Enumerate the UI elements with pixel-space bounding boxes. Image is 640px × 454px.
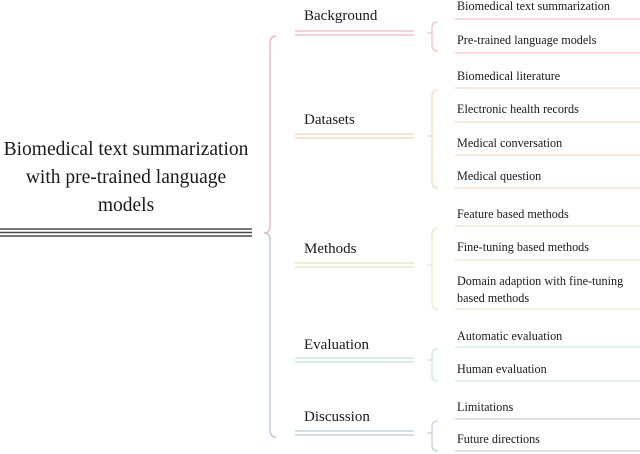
leaf-human-evaluation: Human evaluation [457,362,547,376]
leaf-medical-conversation: Medical conversation [457,136,563,150]
root-underline [0,228,252,237]
main-brace-lower [263,232,277,438]
branch-discussion: Discussion [304,409,370,425]
leaf-biomedical-text-summarization: Biomedical text summarization [457,0,610,13]
leaf-automatic-evaluation: Automatic evaluation [457,329,563,343]
branch-methods: Methods [304,241,357,257]
leaf-feature-based-methods: Feature based methods [457,207,569,221]
leaf-pretrained-language-models: Pre-trained language models [457,33,597,47]
leaf-medical-question: Medical question [457,169,542,183]
datasets-branch-lines [295,87,640,189]
leaf-domain-adaption: Domain adaption with fine-tuning based m… [457,274,624,305]
leaf-future-directions: Future directions [457,432,540,446]
leaf-fine-tuning-based-methods: Fine-tuning based methods [457,240,590,254]
branch-datasets: Datasets [304,112,355,128]
evaluation-branch-lines [295,346,640,382]
discussion-branch-lines [295,418,640,452]
methods-branch-lines [295,225,640,310]
root-title: Biomedical text summarization with pre-t… [3,139,249,216]
leaf-limitations: Limitations [457,400,514,414]
leaf-biomedical-literature: Biomedical literature [457,69,561,83]
branch-evaluation: Evaluation [304,337,369,353]
leaf-electronic-health-records: Electronic health records [457,102,579,116]
main-brace-upper [263,35,277,234]
branch-background: Background [304,8,378,24]
background-branch-lines [295,18,640,54]
